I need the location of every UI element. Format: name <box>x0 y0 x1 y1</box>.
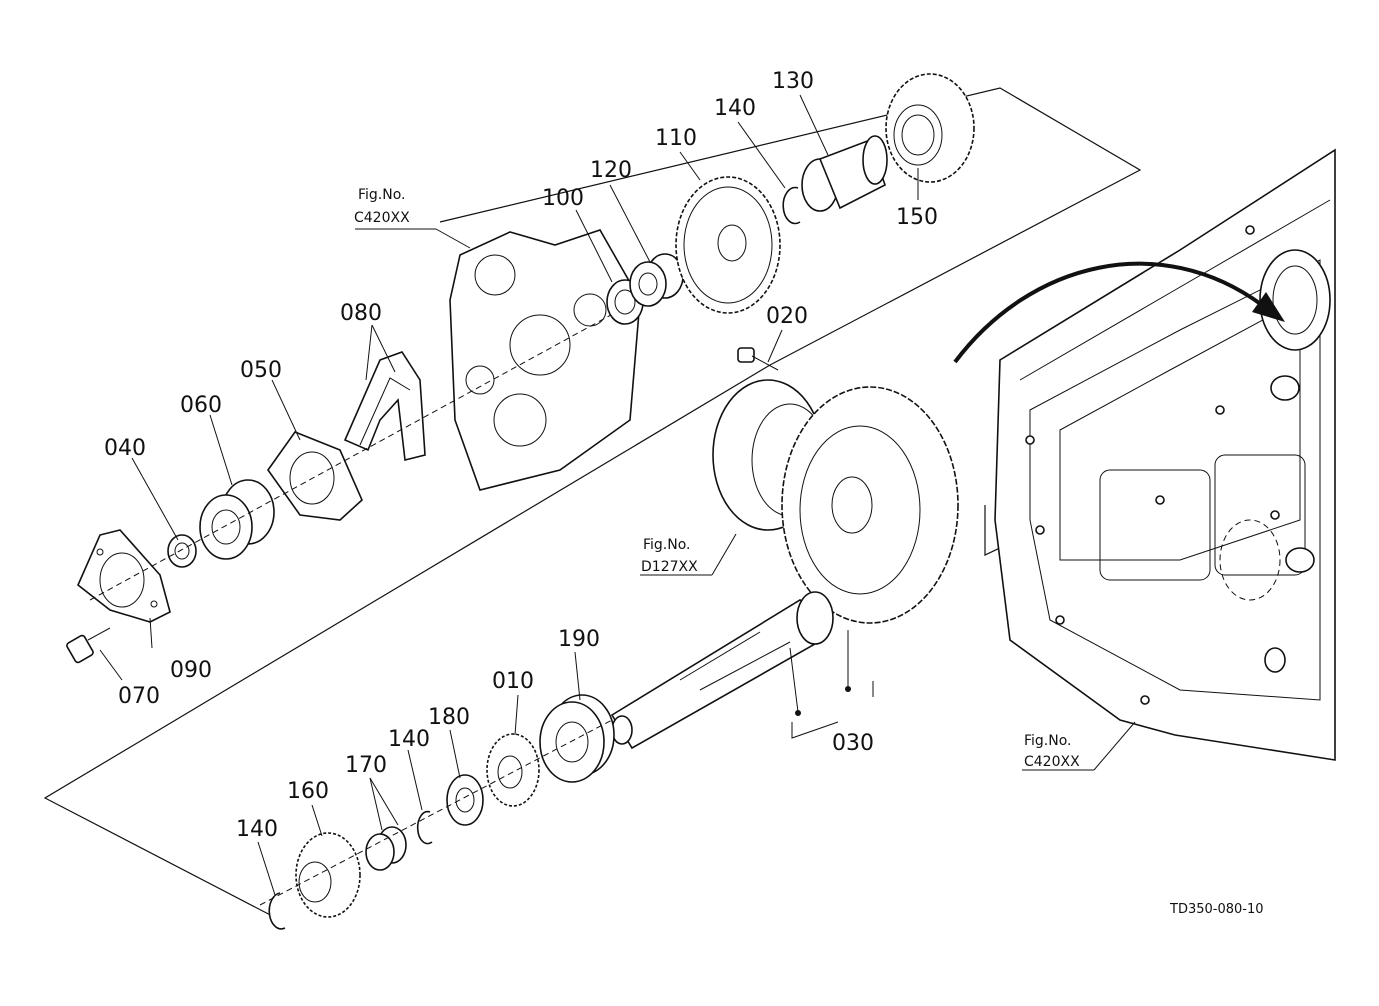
callout-140-upper: 140 <box>714 96 756 121</box>
gear-010 <box>486 733 540 807</box>
bevel-ring-gear <box>781 386 959 624</box>
callout-130: 130 <box>772 69 814 94</box>
shifter-130 <box>801 135 888 212</box>
callout-180: 180 <box>428 705 470 730</box>
callout-060: 060 <box>180 393 222 418</box>
fig-ref-1-line2: C420XX <box>354 210 410 226</box>
callout-labels: 040 060 050 080 100 120 110 140 130 150 … <box>104 69 938 842</box>
upper-shaft-axis <box>89 309 621 601</box>
callout-070: 070 <box>118 684 160 709</box>
callout-040: 040 <box>104 436 146 461</box>
fig-ref-2-line2: D127XX <box>641 559 698 575</box>
flange-cover-090 <box>77 529 171 623</box>
bearing-190 <box>539 694 615 783</box>
needle-bearing-120 <box>629 253 684 307</box>
seal-040 <box>167 534 197 568</box>
callout-110: 110 <box>655 126 697 151</box>
snap-ring-140-middle <box>416 810 433 845</box>
assembly-arrow <box>953 261 1285 364</box>
fig-ref-1-line1: Fig.No. <box>358 187 406 203</box>
fig-ref-3-line1: Fig.No. <box>1024 733 1072 749</box>
callout-160: 160 <box>287 779 329 804</box>
callout-090: 090 <box>170 658 212 683</box>
callout-030: 030 <box>832 731 874 756</box>
ball-bearing-060 <box>199 479 275 560</box>
callout-010: 010 <box>492 669 534 694</box>
callout-140-middle: 140 <box>388 727 430 752</box>
callout-080: 080 <box>340 301 382 326</box>
drawing-code: TD350-080-10 <box>1169 902 1264 917</box>
callout-100: 100 <box>542 186 584 211</box>
callout-170: 170 <box>345 753 387 778</box>
figure-references: Fig.No. C420XX Fig.No. D127XX Fig.No. C4… <box>354 187 1080 770</box>
gear-150 <box>885 73 975 183</box>
callout-020: 020 <box>766 304 808 329</box>
needle-bearing-170 <box>365 826 407 871</box>
callout-050: 050 <box>240 358 282 383</box>
lower-shaft-axis <box>259 719 613 906</box>
shifter-180 <box>446 774 484 826</box>
gear-110 <box>675 176 781 314</box>
leader-lines <box>99 94 1136 896</box>
snap-ring-140-lower <box>268 892 286 930</box>
transmission-case <box>994 148 1336 761</box>
bearing-cover-050 <box>267 431 363 521</box>
fig-ref-3-line2: C420XX <box>1024 754 1080 770</box>
housing-plate <box>449 229 641 491</box>
fig-ref-2-line1: Fig.No. <box>643 537 691 553</box>
gear-160 <box>295 832 361 918</box>
snap-ring-140-upper <box>782 186 801 225</box>
callout-190: 190 <box>558 627 600 652</box>
bolt-020 <box>737 347 779 371</box>
callout-150: 150 <box>896 205 938 230</box>
callout-140-lower: 140 <box>236 817 278 842</box>
bolt-070 <box>66 627 111 664</box>
callout-120: 120 <box>590 158 632 183</box>
shift-forks <box>343 351 426 461</box>
pinion-shaft-030 <box>610 591 834 750</box>
